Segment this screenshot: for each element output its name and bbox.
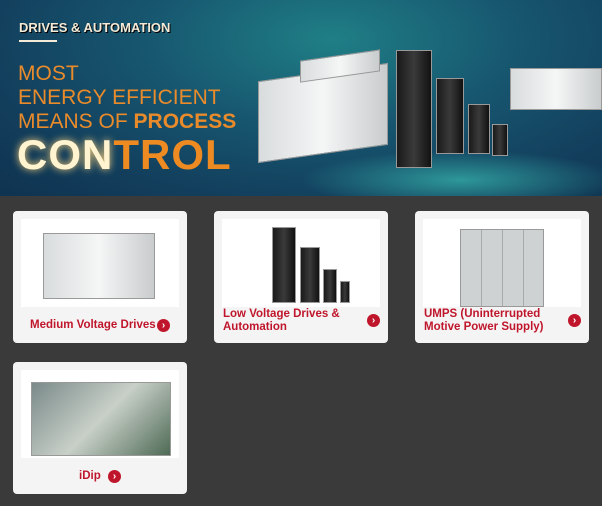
umps-image: [423, 219, 581, 307]
headline-line1: MOST: [18, 62, 79, 85]
kicker-underline: [19, 40, 57, 42]
card-idip[interactable]: iDip ›: [13, 362, 187, 494]
headline-control-rest: TROL: [113, 131, 232, 178]
banner-kicker: DRIVES & AUTOMATION: [19, 20, 171, 35]
idip-image: [21, 370, 179, 458]
card-label-line2: Automation: [223, 321, 287, 333]
lv-drive-image-2: [436, 78, 464, 154]
panel-row-image: [510, 68, 602, 110]
card-label: Low Voltage Drives &Automation: [223, 308, 340, 334]
medium-voltage-drive-image: [21, 219, 179, 307]
chevron-right-circle-icon[interactable]: ›: [568, 314, 581, 327]
banner-glow: [300, 150, 602, 196]
headline-control-glow: CON: [17, 131, 114, 178]
headline-line3-a: MEANS OF: [18, 110, 134, 133]
headline-control: CONTROL: [17, 131, 232, 179]
chevron-right-circle-icon[interactable]: ›: [367, 314, 380, 327]
lv-drive-image-4: [492, 124, 508, 156]
card-label-line1: Low Voltage Drives &: [223, 308, 340, 320]
card-label: iDip: [79, 470, 101, 482]
card-label-line2: Motive Power Supply): [424, 321, 544, 333]
headline-line3: MEANS OF PROCESS: [18, 110, 236, 134]
headline-line2: ENERGY EFFICIENT: [18, 86, 221, 109]
chevron-right-circle-icon[interactable]: ›: [157, 319, 170, 332]
low-voltage-drive-image: [222, 219, 380, 307]
card-low-voltage-drives[interactable]: Low Voltage Drives &Automation ›: [214, 211, 388, 343]
hero-banner: DRIVES & AUTOMATION MOST ENERGY EFFICIEN…: [0, 0, 602, 196]
card-label-line1: UMPS (Uninterrupted: [424, 308, 541, 320]
lv-drive-image-3: [468, 104, 490, 154]
card-label: Medium Voltage Drives: [30, 319, 156, 331]
lv-drive-image-1: [396, 50, 432, 168]
card-medium-voltage-drives[interactable]: Medium Voltage Drives ›: [13, 211, 187, 343]
headline-line3-b: PROCESS: [133, 110, 237, 133]
chevron-right-circle-icon[interactable]: ›: [108, 470, 121, 483]
